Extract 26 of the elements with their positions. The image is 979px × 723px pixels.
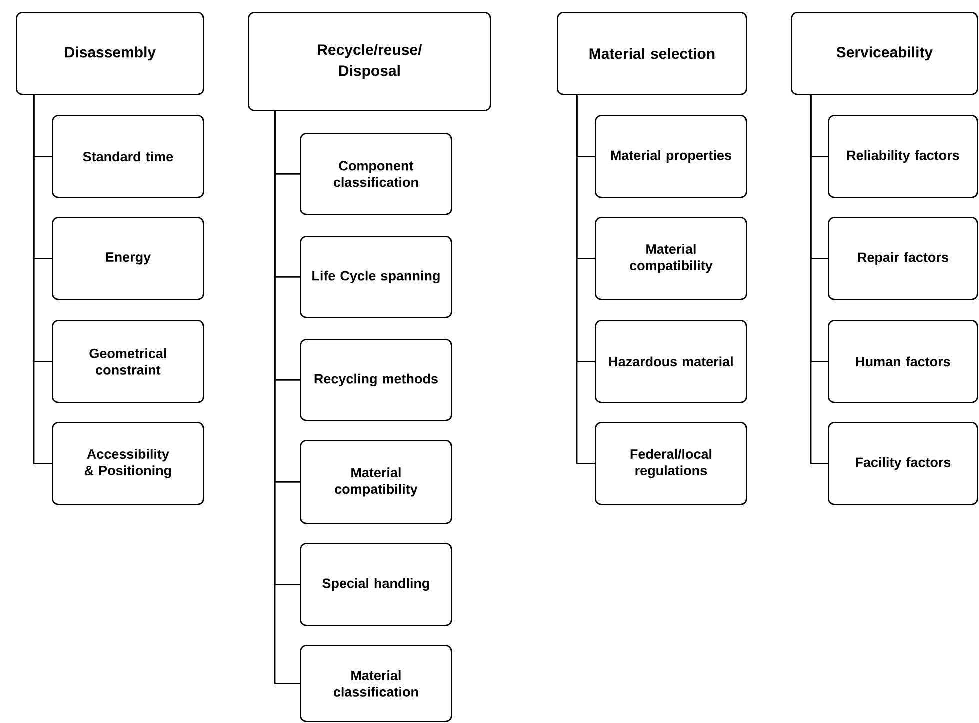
connector-line	[274, 111, 300, 684]
header-box: Disassembly	[16, 12, 204, 96]
item-box: Energy	[52, 217, 204, 300]
connector-line	[810, 95, 828, 464]
item-box: Hazardous material	[595, 320, 748, 404]
item-box: Facility factors	[828, 422, 978, 506]
item-box: Material compatibility	[300, 440, 452, 524]
item-box: Accessibility & Positioning	[52, 422, 204, 506]
item-box: Federal/local regulations	[595, 422, 748, 506]
item-box: Material compatibility	[595, 217, 748, 300]
connector-line	[576, 95, 595, 464]
item-box: Life Cycle spanning	[300, 236, 452, 318]
item-box: Component classification	[300, 133, 452, 216]
item-box: Human factors	[828, 320, 978, 404]
item-box: Special handling	[300, 543, 452, 626]
item-box: Geometrical constraint	[52, 320, 204, 404]
header-box: Serviceability	[791, 12, 978, 96]
item-box: Recycling methods	[300, 339, 452, 422]
connector-line	[33, 95, 52, 464]
header-box: Recycle/reuse/ Disposal	[248, 12, 492, 112]
header-box: Material selection	[557, 12, 748, 96]
item-box: Repair factors	[828, 217, 978, 300]
item-box: Reliability factors	[828, 115, 978, 198]
item-box: Standard time	[52, 115, 204, 198]
item-box: Material properties	[595, 115, 748, 198]
item-box: Material classification	[300, 645, 452, 722]
